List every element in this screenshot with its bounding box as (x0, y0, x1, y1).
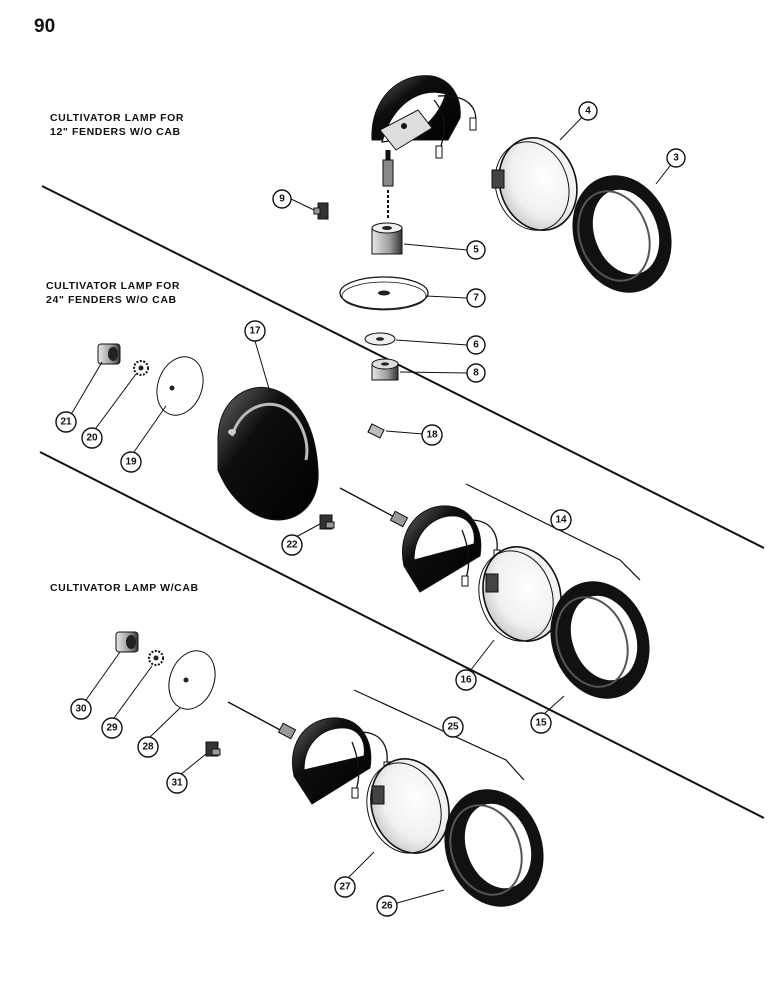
lamp-housing-assembly-14 (339, 487, 501, 593)
assembly-bracket-14 (465, 483, 641, 581)
section-title-line: 12" FENDERS W/O CAB (50, 126, 181, 138)
callout-19: 19 (120, 451, 142, 473)
callout-label: 4 (585, 106, 591, 117)
section-title-24in-fenders: CULTIVATOR LAMP FOR 24" FENDERS W/O CAB (46, 279, 180, 307)
leader-lines (71, 110, 677, 904)
wire-clip-31 (205, 741, 221, 757)
callout-9: 9 (272, 189, 292, 209)
callout-6: 6 (466, 335, 486, 355)
spacer-5 (371, 222, 403, 255)
callout-label: 18 (426, 430, 438, 441)
callout-label: 15 (535, 718, 547, 729)
callout-27: 27 (334, 876, 356, 898)
nut-8 (371, 358, 399, 381)
callout-label: 20 (86, 433, 98, 444)
section-title-line: CULTIVATOR LAMP FOR (50, 112, 185, 124)
callout-label: 25 (447, 722, 459, 733)
callout-label: 26 (381, 901, 393, 912)
callout-label: 3 (673, 153, 679, 164)
nut-21 (97, 343, 121, 365)
callout-30: 30 (70, 698, 92, 720)
callout-20: 20 (81, 427, 103, 449)
screw-18 (367, 423, 385, 439)
callout-label: 5 (473, 245, 479, 256)
assembly-bracket-25 (353, 689, 525, 781)
callout-label: 31 (171, 778, 183, 789)
lamp-housing-12in (371, 75, 477, 218)
callout-5: 5 (466, 240, 486, 260)
callout-4: 4 (578, 101, 598, 121)
retaining-ring-3 (572, 175, 672, 293)
callout-17: 17 (244, 320, 266, 342)
callout-label: 29 (106, 723, 118, 734)
section-title-line: CULTIVATOR LAMP FOR (46, 280, 181, 292)
callout-8: 8 (466, 363, 486, 383)
wire-clip-22 (319, 514, 335, 530)
callout-label: 14 (555, 515, 567, 526)
gasket-plate-19 (156, 356, 204, 416)
callout-label: 6 (473, 340, 479, 351)
callout-28: 28 (137, 736, 159, 758)
callout-7: 7 (466, 288, 486, 308)
wire-clip-9 (313, 202, 329, 220)
callout-29: 29 (101, 717, 123, 739)
callout-label: 17 (249, 326, 261, 337)
callout-label: 21 (60, 417, 72, 428)
callout-label: 30 (75, 704, 87, 715)
section-title-line: CULTIVATOR LAMP W/CAB (50, 582, 199, 594)
retaining-ring-15 (550, 581, 650, 699)
callout-15: 15 (530, 712, 552, 734)
callout-16: 16 (455, 669, 477, 691)
lock-washer-20 (133, 360, 149, 376)
callout-label: 28 (142, 742, 154, 753)
callout-label: 8 (473, 368, 479, 379)
callout-label: 19 (125, 457, 137, 468)
callout-label: 16 (460, 675, 472, 686)
callout-label: 22 (286, 540, 298, 551)
section-title-with-cab: CULTIVATOR LAMP W/CAB (50, 581, 199, 595)
section-title-line: 24" FENDERS W/O CAB (46, 294, 177, 306)
washer-plate-7 (339, 276, 429, 311)
gasket-plate-28 (168, 650, 216, 710)
divider-line-upper (41, 185, 765, 549)
callout-21: 21 (55, 411, 77, 433)
nut-30 (115, 631, 139, 653)
divider-line-lower (39, 451, 765, 819)
callout-25: 25 (442, 716, 464, 738)
page-number: 90 (34, 16, 56, 37)
lamp-shell-17 (217, 386, 319, 521)
washer-6 (364, 332, 396, 346)
callout-3: 3 (666, 148, 686, 168)
callout-26: 26 (376, 895, 398, 917)
callout-31: 31 (166, 772, 188, 794)
callout-label: 9 (279, 194, 285, 205)
callout-18: 18 (421, 424, 443, 446)
lock-washer-29 (148, 650, 164, 666)
callout-14: 14 (550, 509, 572, 531)
sealed-beam-lamp-16 (478, 546, 562, 642)
callout-22: 22 (281, 534, 303, 556)
section-title-12in-fenders: CULTIVATOR LAMP FOR 12" FENDERS W/O CAB (50, 111, 184, 139)
sealed-beam-lamp-27 (366, 758, 450, 854)
retaining-ring-26 (444, 789, 544, 907)
callout-label: 7 (473, 293, 479, 304)
sealed-beam-lamp-4 (491, 136, 578, 232)
callout-label: 27 (339, 882, 351, 893)
lamp-housing-assembly-25 (227, 701, 391, 805)
